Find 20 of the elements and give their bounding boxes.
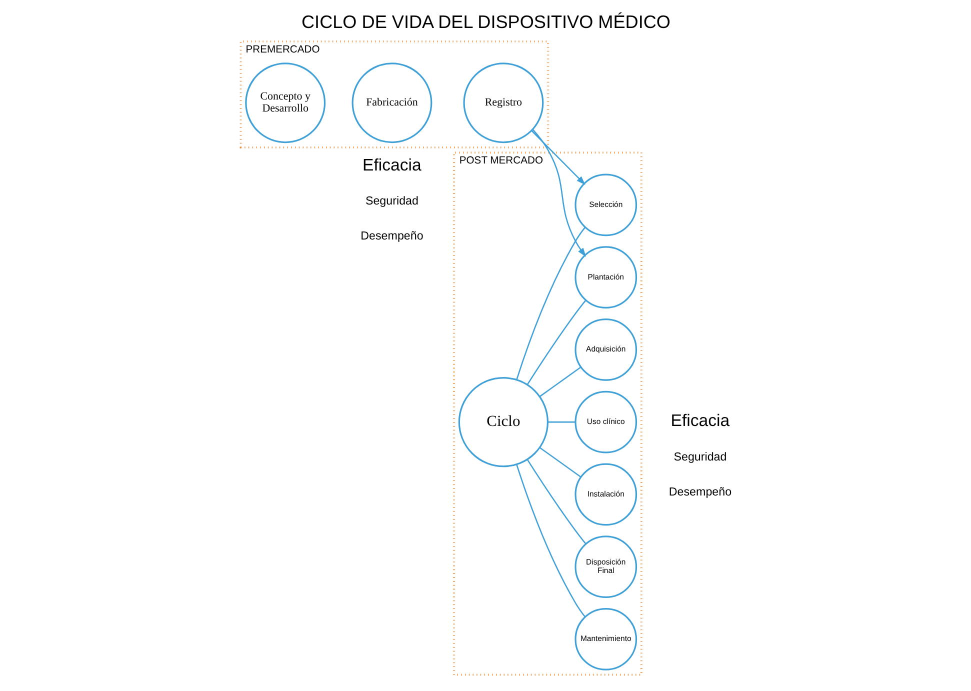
node-circle: Ciclo: [458, 377, 548, 468]
diagram-title: CICLO DE VIDA DEL DISPOSITIVO MÉDICO: [300, 12, 670, 32]
label: Seguridad: [364, 194, 418, 208]
connector: [516, 464, 586, 618]
node-circle: Fabricación: [351, 62, 432, 144]
connector: [547, 421, 575, 423]
connector: [538, 366, 581, 398]
node-circle: Registro: [462, 62, 544, 144]
label: Desempeño: [668, 485, 732, 498]
connector: [538, 447, 581, 478]
node-circle: Concepto y Desarrollo: [244, 62, 326, 144]
arrow: [532, 128, 586, 257]
connector: [526, 459, 586, 544]
connector: [526, 300, 586, 386]
connector: [516, 226, 586, 380]
arrow: [530, 130, 585, 185]
label: Seguridad: [673, 450, 726, 464]
label: Desempeño: [360, 229, 423, 242]
label: Eficacia: [362, 155, 421, 174]
label: Eficacia: [670, 411, 730, 430]
